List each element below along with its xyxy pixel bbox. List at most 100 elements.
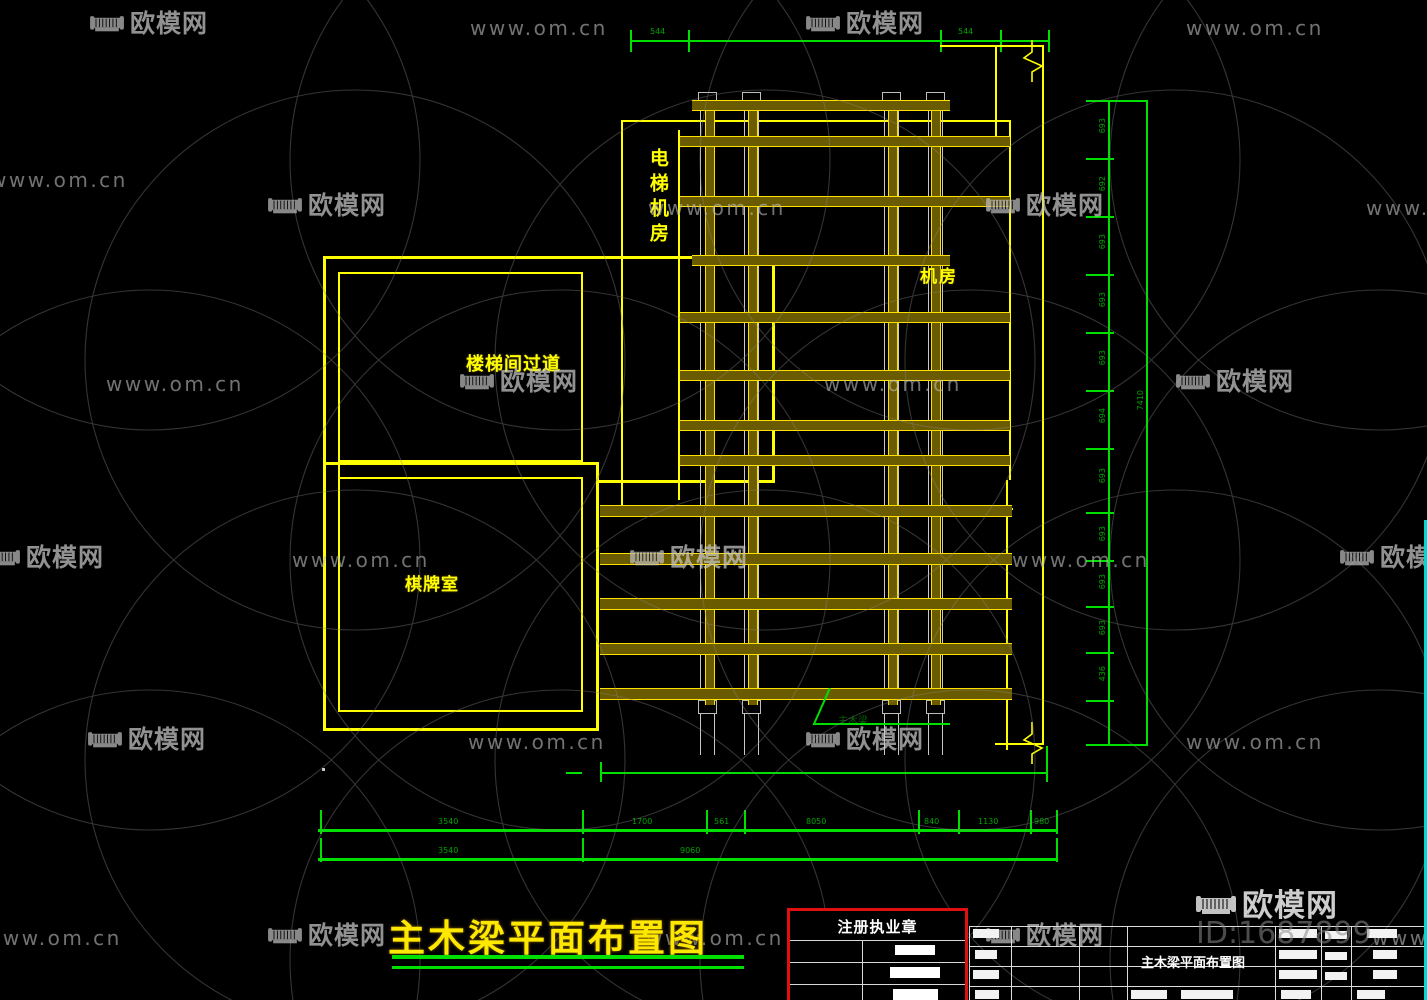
dim-tick-v	[1086, 216, 1114, 218]
grid-axis-right	[1006, 480, 1008, 750]
dim-text-right-8: 693	[1098, 526, 1107, 542]
wall-mr-col	[995, 45, 997, 137]
dim-tick-v	[1086, 700, 1114, 702]
brand-watermark-text: 欧模网	[130, 9, 209, 38]
dim-tick	[688, 30, 690, 52]
title-block-grid[interactable]: 主木梁平面布置图	[969, 912, 1427, 1000]
dim-tick-v	[1086, 448, 1114, 450]
title-block[interactable]: 注册执业章 主木梁平面布置图	[787, 908, 1427, 1000]
beam-horizontal	[680, 370, 1010, 381]
dim-text-bot-3: 561	[714, 817, 730, 826]
room-stair-left	[323, 256, 326, 730]
cyan-edge-marker	[1424, 520, 1427, 1000]
stray-mark	[322, 768, 325, 771]
dim-tick	[630, 30, 632, 52]
beam-horizontal	[600, 598, 1012, 610]
beam-horizontal	[600, 505, 1012, 517]
dim-extension-bottom	[1086, 744, 1148, 746]
domain-watermark: www.om.cn	[1186, 730, 1324, 754]
domain-watermark: www.om.cn	[468, 730, 606, 754]
dim-text-bot2-2: 9060	[680, 846, 701, 855]
domain-watermark: www.om.cn	[292, 548, 430, 572]
titleblock-drawing-name: 主木梁平面布置图	[1141, 956, 1246, 971]
dim-tick	[1056, 838, 1058, 862]
brand-watermark: 欧模网	[90, 4, 208, 40]
beam-vertical	[748, 100, 758, 705]
annotation-leader	[812, 688, 950, 725]
dim-line-bottom-lower	[318, 858, 1058, 861]
room-stair-bottom	[596, 480, 775, 483]
room-chess-inner-right	[581, 477, 583, 712]
beam-horizontal	[680, 196, 1010, 207]
brand-watermark-text: 欧模网	[308, 191, 387, 220]
beam-horizontal	[600, 688, 1012, 700]
wall-emr-left	[621, 120, 623, 510]
dim-tick-v	[1086, 606, 1114, 608]
room-chess-right	[596, 462, 599, 731]
dim-line-top	[630, 40, 1050, 42]
brand-watermark: 欧模网	[268, 916, 386, 952]
beam-vertical	[888, 100, 898, 705]
domain-watermark: www.om.cn	[0, 926, 122, 950]
dim-tick	[958, 810, 960, 834]
room-label-elevator-machine-room: 电梯机房	[646, 148, 669, 248]
room-stair-inner-bottom	[338, 460, 583, 462]
id-watermark: ID:1687899	[1196, 916, 1372, 951]
dim-tick	[1056, 810, 1058, 834]
dim-tick	[582, 838, 584, 862]
brand-watermark-text: 欧模网	[846, 9, 925, 38]
dim-text-right-10: 693	[1098, 620, 1107, 636]
beam-horizontal	[680, 455, 1010, 466]
dim-tick	[600, 762, 602, 782]
registered-seal-box[interactable]: 注册执业章	[787, 908, 968, 1000]
dim-tick	[1000, 30, 1002, 52]
domain-watermark: www.om.cn	[1366, 196, 1427, 220]
wall-mr-right-outer	[1042, 45, 1044, 745]
room-chess-inner-bottom	[338, 710, 583, 712]
dim-text-right-5: 693	[1098, 350, 1107, 366]
annotation-leader-text: 主木梁	[838, 716, 868, 727]
dim-tick	[918, 810, 920, 834]
dim-text-right-9: 693	[1098, 574, 1107, 590]
brand-watermark: 欧模网	[806, 4, 924, 40]
dim-tick	[320, 838, 322, 862]
room-stair-top	[323, 256, 775, 259]
brand-watermark: 欧模网	[1340, 538, 1427, 574]
dim-text-right-total: 7410	[1136, 390, 1145, 411]
domain-watermark: www.om.cn	[106, 372, 244, 396]
brand-watermark-text: 欧模网	[26, 543, 105, 572]
dim-tick	[1048, 30, 1050, 52]
wall-mr-top-outer	[940, 45, 1044, 47]
page-title: 主木梁平面布置图	[388, 917, 708, 960]
stray-mark	[566, 772, 582, 774]
dim-text-bot-6: 1130	[978, 817, 999, 826]
brand-watermark-text: 欧模网	[1380, 543, 1427, 572]
beam-horizontal	[600, 553, 1012, 565]
brand-watermark-text: 欧模网	[308, 921, 387, 950]
room-label-machine-room: 机房	[920, 267, 958, 287]
dim-text-right-1: 693	[1098, 118, 1107, 134]
dim-line-right-inner	[1108, 100, 1110, 746]
beam-horizontal	[692, 100, 950, 111]
dim-tick	[1030, 810, 1032, 834]
dim-tick-v	[1086, 652, 1114, 654]
room-chess-bottom	[323, 728, 599, 731]
room-stair-inner-right	[581, 272, 583, 462]
title-underline-1	[392, 955, 744, 959]
brand-watermark: 欧模网	[0, 538, 104, 574]
dim-tick	[320, 810, 322, 834]
beam-horizontal	[600, 643, 1012, 655]
dim-tick	[744, 810, 746, 834]
break-symbol-top	[1022, 40, 1044, 82]
dim-tick	[706, 810, 708, 834]
domain-watermark: www.om.cn	[1186, 16, 1324, 40]
domain-watermark: www.om.cn	[470, 16, 608, 40]
dim-text-bot2-1: 3540	[438, 846, 459, 855]
room-stair-right	[772, 256, 775, 482]
dim-line-bottom-upper	[318, 829, 1058, 832]
dim-text-right-7: 693	[1098, 468, 1107, 484]
beam-vertical	[705, 100, 715, 705]
room-chess-inner-top	[338, 477, 583, 479]
wall-emr-top	[621, 120, 1011, 122]
